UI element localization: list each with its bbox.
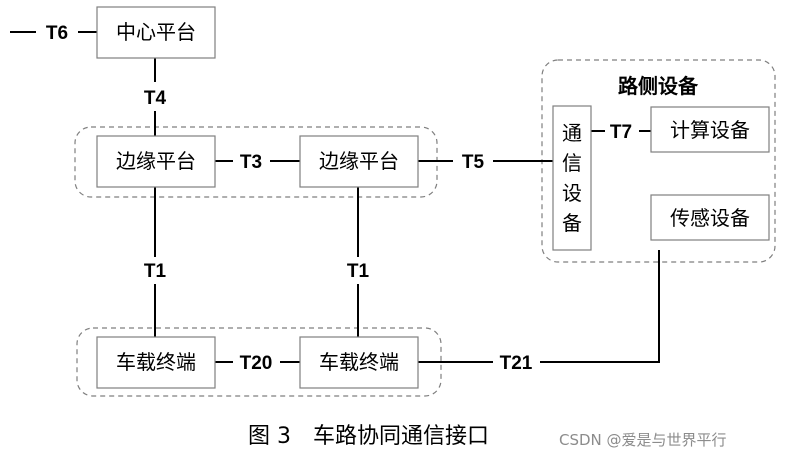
watermark: CSDN @爱是与世界平行 xyxy=(559,431,727,449)
compute-device-label: 计算设备 xyxy=(670,118,750,142)
comm-device-label-char-4: 备 xyxy=(562,211,582,235)
roadside-device-title: 路侧设备 xyxy=(618,74,699,98)
t3-label: T3 xyxy=(240,152,262,173)
vehicle-terminal-right-label: 车载终端 xyxy=(319,350,399,374)
t4-label: T4 xyxy=(144,88,167,109)
sensor-device-box xyxy=(650,194,770,241)
comm-device-label-char-3: 设 xyxy=(562,181,582,205)
t1-left-label: T1 xyxy=(144,261,167,282)
comm-device-box xyxy=(552,105,592,251)
edge-platform-left-box xyxy=(96,135,216,188)
t20-label: T20 xyxy=(240,353,273,374)
edge-platform-right-box xyxy=(299,135,419,188)
t6-label: T6 xyxy=(46,23,68,44)
t7-label: T7 xyxy=(610,122,632,143)
sensor-device-label: 传感设备 xyxy=(670,206,750,230)
t21-link-line-right xyxy=(540,250,660,363)
t5-label: T5 xyxy=(462,152,485,173)
center-platform-label: 中心平台 xyxy=(116,20,196,44)
vehicle-terminal-left-box xyxy=(96,336,216,389)
t21-label: T21 xyxy=(500,353,533,374)
vehicle-terminal-right-box xyxy=(299,336,419,389)
edge-platform-left-label: 边缘平台 xyxy=(116,149,196,173)
vehicle-terminal-left-label: 车载终端 xyxy=(116,350,196,374)
compute-device-box xyxy=(650,106,770,153)
t1-right-label: T1 xyxy=(347,261,370,282)
vehicle-terminal-group xyxy=(76,327,442,397)
edge-platform-right-label: 边缘平台 xyxy=(319,149,399,173)
center-platform-box xyxy=(96,6,216,59)
comm-device-label-char-1: 通 xyxy=(562,121,582,145)
comm-device-label-char-2: 信 xyxy=(562,151,582,175)
figure-caption: 图 3 车路协同通信接口 xyxy=(248,424,489,449)
